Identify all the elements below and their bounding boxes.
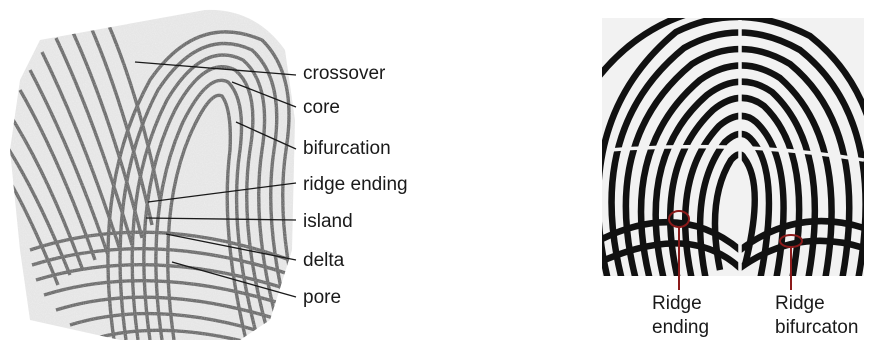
label-ridge-bifurcation-right: Ridge bifurcaton xyxy=(775,292,858,340)
label-ridge-ending-right: Ridge ending xyxy=(652,292,709,340)
label-ridge-ending-line2: ending xyxy=(652,316,709,340)
label-ridge-ending-line1: Ridge xyxy=(652,292,709,316)
label-ridge-bifurcation-line1: Ridge xyxy=(775,292,858,316)
label-ridge-bifurcation-line2: bifurcaton xyxy=(775,316,858,340)
